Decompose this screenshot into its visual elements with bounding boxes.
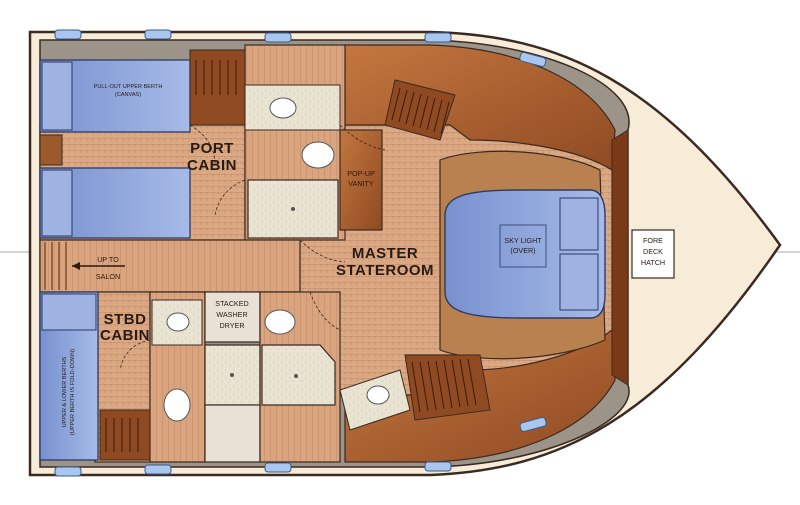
porthole <box>519 416 547 433</box>
port-hanging-locker <box>189 49 246 126</box>
stbd-cabin-label-1: STBD <box>104 311 147 328</box>
master-head-toilet <box>264 309 296 335</box>
pop-up-vanity <box>339 129 383 231</box>
fore-deck-hatch-label-3: HATCH <box>641 258 665 267</box>
door-swings <box>119 124 386 371</box>
port-shower-drain <box>291 207 295 211</box>
master-head-sink <box>366 385 390 405</box>
stbd-berth-pillow <box>41 293 97 331</box>
up-to-salon-label-1: UP TO <box>97 255 119 264</box>
stbd-head-toilet <box>163 388 191 422</box>
sky-light-label-2: (OVER) <box>510 246 535 255</box>
porthole <box>264 462 292 473</box>
stacked-washer-dryer <box>204 291 261 343</box>
port-locker-louvers <box>195 60 237 95</box>
locker-forward-top <box>384 79 456 141</box>
porthole <box>144 464 172 475</box>
stbd-head-sink <box>166 312 190 332</box>
stbd-locker-louvers <box>105 418 139 452</box>
port-nightstand <box>39 134 63 166</box>
stbd-hanging-locker <box>99 409 151 461</box>
fore-deck-hatch-label-1: FORE <box>643 236 663 245</box>
up-to-salon-label-2: SALON <box>96 272 120 281</box>
porthole <box>424 32 452 43</box>
locker-forward-bottom <box>404 354 491 421</box>
port-berth-pillow-1 <box>41 61 73 131</box>
porthole <box>54 466 82 477</box>
skylight-outline <box>499 224 547 268</box>
master-stateroom-label-1: MASTER <box>352 245 418 262</box>
washer-dryer-label-3: DRYER <box>219 321 244 330</box>
bow-cabinet <box>611 129 629 386</box>
porthole <box>54 29 82 40</box>
porthole <box>144 29 172 40</box>
pop-up-vanity-label-2: VANITY <box>348 179 374 188</box>
stairs <box>44 242 67 290</box>
porthole <box>519 51 547 68</box>
master-shower-drain <box>294 374 298 378</box>
pull-out-berth-label-2: (CANVAS) <box>115 92 141 98</box>
upper-lower-berths-label-2: (UPPER BERTH IS FOLD-DOWN) <box>70 349 76 435</box>
port-berth-pillow-2 <box>41 169 73 237</box>
port-cabin-label-1: PORT <box>190 140 234 157</box>
master-stateroom-label-2: STATEROOM <box>336 262 434 279</box>
fore-deck-hatch <box>631 229 675 279</box>
stbd-cabin-label-2: CABIN <box>100 327 150 344</box>
pull-out-berth-label-1: PULL-OUT UPPER BERTH <box>94 84 163 90</box>
sky-light-label-1: SKY LIGHT <box>504 236 542 245</box>
port-head-toilet <box>301 141 335 169</box>
utility-bay <box>204 404 261 463</box>
master-shower <box>261 344 336 406</box>
shower-1-drain <box>230 373 234 377</box>
portholes <box>54 29 547 477</box>
pop-up-vanity-label-1: POP-UP <box>347 169 375 178</box>
washer-dryer-label-2: WASHER <box>216 310 247 319</box>
master-bed-pillow-top <box>559 197 599 251</box>
master-bed-pillow-bottom <box>559 253 599 311</box>
up-to-salon-arrow <box>72 262 125 270</box>
washer-dryer-label-1: STACKED <box>215 299 248 308</box>
upper-lower-berths-label-1: UPPER & LOWER BERTHS <box>62 356 68 427</box>
fore-deck-hatch-label-2: DECK <box>643 247 663 256</box>
port-cabin-label-2: CABIN <box>187 157 237 174</box>
porthole <box>424 461 452 472</box>
porthole <box>264 32 292 43</box>
port-head-sink <box>269 97 297 119</box>
